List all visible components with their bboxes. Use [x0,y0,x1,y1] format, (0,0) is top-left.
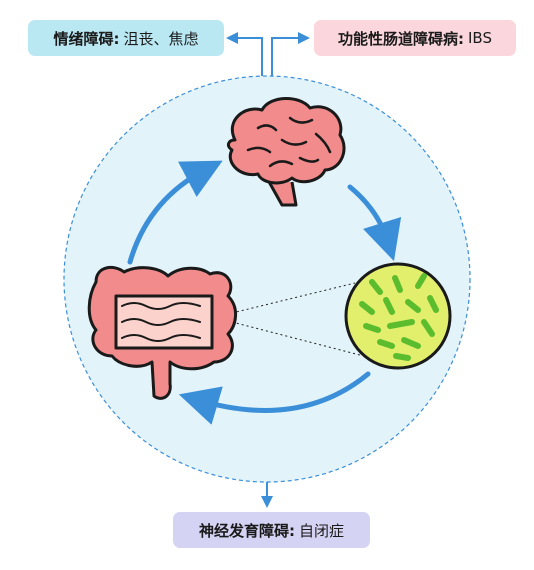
ibs-detail: IBS [468,29,492,47]
mood-disorder-label: 情绪障碍: 沮丧、焦虑 [28,20,224,56]
arrow-intestine-to-brain [127,160,223,265]
arrow-bacteria-to-intestine [178,371,371,425]
arrow-brain-to-bacteria [347,184,402,262]
connector-top [226,32,310,76]
bacteria-icon [344,262,452,370]
neuro-detail: 自闭症 [298,521,344,540]
cycle-arrows [127,160,402,425]
dotted-connectors [231,282,361,356]
mood-disorder-title: 情绪障碍: [53,29,120,48]
mood-disorder-detail: 沮丧、焦虑 [123,29,199,48]
neurodevelopmental-label: 神经发育障碍: 自闭症 [173,512,370,548]
neuro-title: 神经发育障碍: [198,521,295,540]
ibs-title: 功能性肠道障碍病: [338,29,464,48]
brain-icon [226,97,346,207]
ibs-label: 功能性肠道障碍病: IBS [314,20,516,56]
intestine-icon [87,265,237,400]
